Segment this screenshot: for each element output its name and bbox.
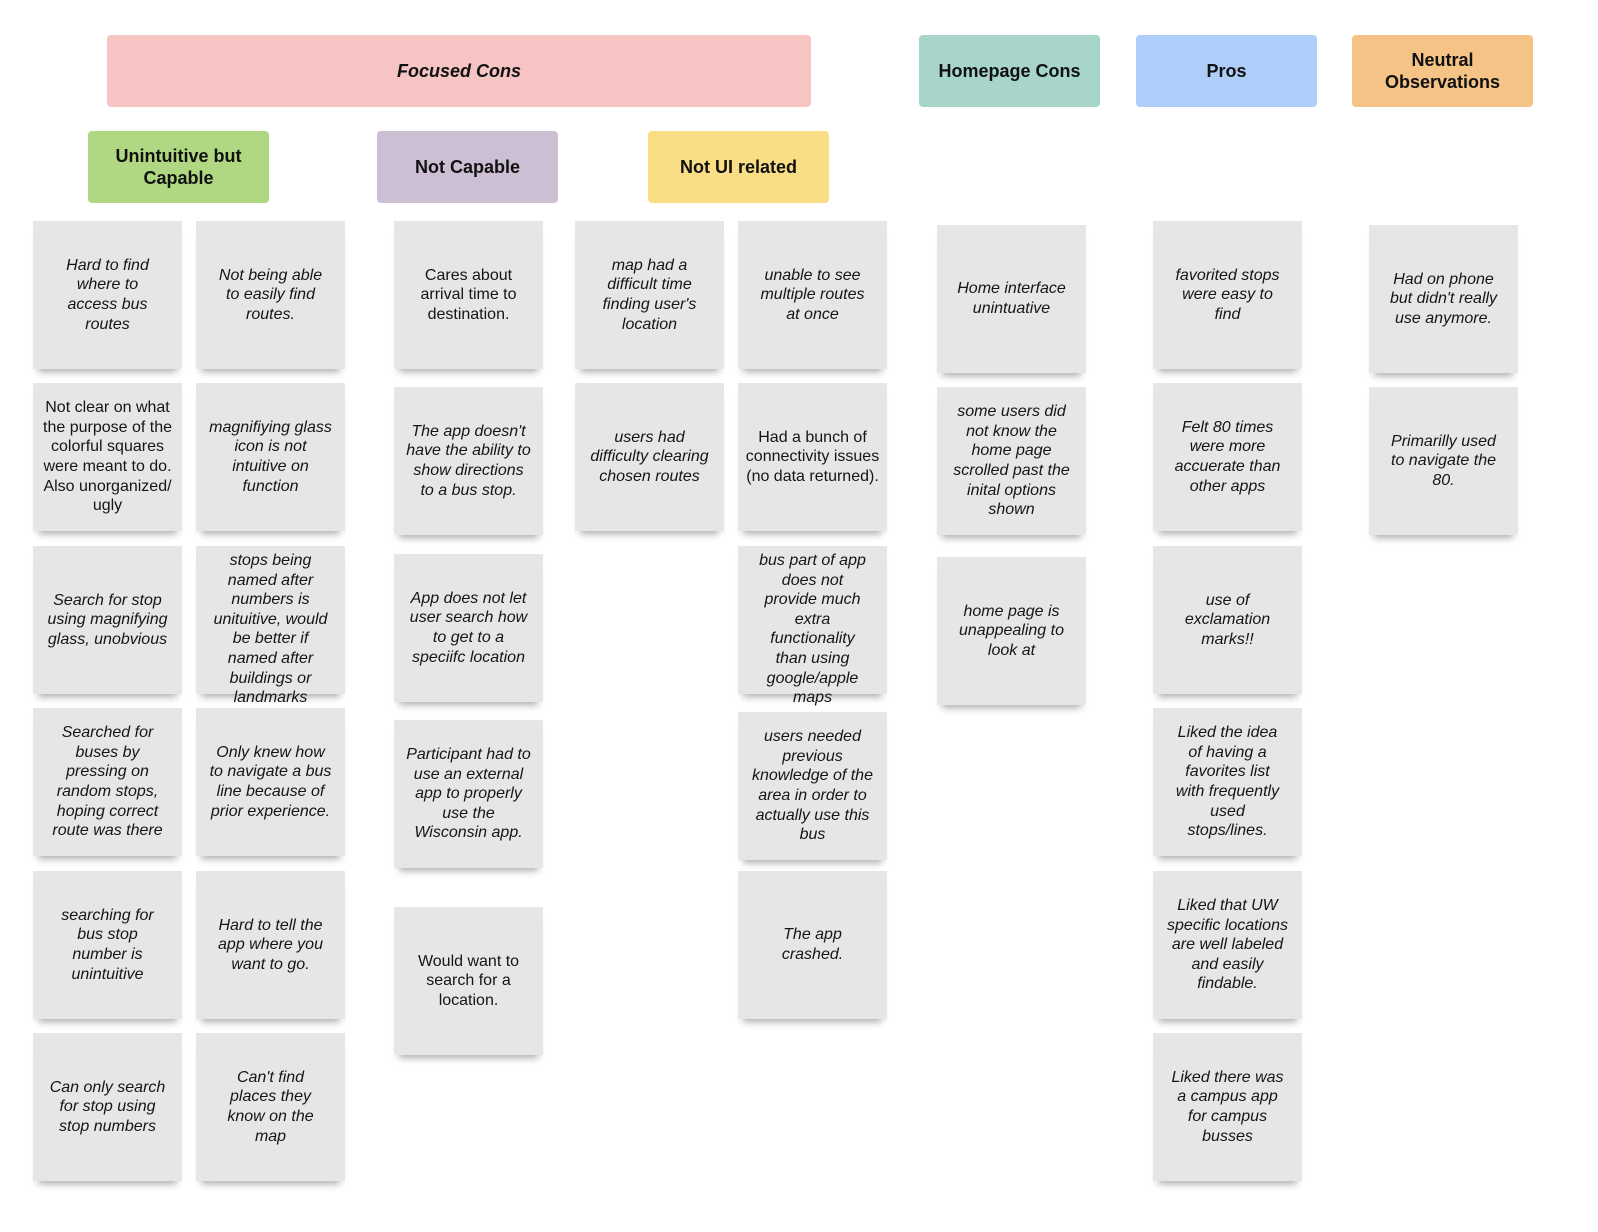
note-text: Cares about arrival time to destination. bbox=[420, 266, 517, 323]
sticky-note: Liked that UW specific locations are wel… bbox=[1153, 871, 1302, 1019]
sticky-note: Hard to tell the app where you want to g… bbox=[196, 871, 345, 1019]
note-text: stops being named after numbers is unitu… bbox=[213, 552, 328, 707]
note-text: Had on phone but didn't really use anymo… bbox=[1389, 270, 1498, 327]
sticky-note: map had a difficult time finding user's … bbox=[575, 221, 724, 369]
note-text: bus part of app does not provide much ex… bbox=[759, 552, 866, 707]
note-text: searching for bus stop number is unintui… bbox=[61, 906, 154, 983]
note-text: The app doesn't have the ability to show… bbox=[406, 422, 531, 499]
sticky-note: App does not let user search how to get … bbox=[394, 554, 543, 702]
note-text: map had a difficult time finding user's … bbox=[602, 256, 697, 333]
sticky-note: Primarilly used to navigate the 80. bbox=[1369, 387, 1518, 535]
note-text: use of exclamation marks!! bbox=[1184, 591, 1271, 648]
note-text: users needed previous knowledge of the a… bbox=[752, 728, 873, 844]
header-pros: Pros bbox=[1136, 35, 1317, 107]
subheader-unintuitive-label: Unintuitive but Capable bbox=[115, 146, 242, 188]
note-text: magnifiying glass icon is not intuitive … bbox=[209, 418, 332, 495]
sticky-note: some users did not know the home page sc… bbox=[937, 387, 1086, 535]
note-text: Hard to find where to access bus routes bbox=[66, 256, 149, 333]
note-text: Only knew how to navigate a bus line bec… bbox=[209, 743, 332, 820]
subheader-not-ui-label: Not UI related bbox=[679, 157, 798, 177]
note-text: Felt 80 times were more accuerate than o… bbox=[1174, 418, 1281, 495]
note-text: Not being able to easily find routes. bbox=[218, 266, 323, 323]
sticky-note: users had difficulty clearing chosen rou… bbox=[575, 383, 724, 531]
header-homepage-cons: Homepage Cons bbox=[919, 35, 1100, 107]
note-text: App does not let user search how to get … bbox=[409, 589, 528, 666]
note-text: some users did not know the home page sc… bbox=[953, 403, 1070, 519]
note-text: Liked the idea of having a favorites lis… bbox=[1175, 724, 1280, 840]
sticky-note: unable to see multiple routes at once bbox=[738, 221, 887, 369]
sticky-note: Had on phone but didn't really use anymo… bbox=[1369, 225, 1518, 373]
sticky-note: Had a bunch of connectivity issues (no d… bbox=[738, 383, 887, 531]
sticky-note: users needed previous knowledge of the a… bbox=[738, 712, 887, 860]
sticky-note: Can only search for stop using stop numb… bbox=[33, 1033, 182, 1181]
note-text: users had difficulty clearing chosen rou… bbox=[590, 428, 709, 485]
sticky-note: Would want to search for a location. bbox=[394, 907, 543, 1055]
note-text: Liked there was a campus app for campus … bbox=[1171, 1068, 1284, 1145]
sticky-note: Hard to find where to access bus routes bbox=[33, 221, 182, 369]
header-pros-label: Pros bbox=[1206, 61, 1247, 81]
sticky-note: Searched for buses by pressing on random… bbox=[33, 708, 182, 856]
subheader-not-capable: Not Capable bbox=[377, 131, 558, 203]
sticky-note: Can't find places they know on the map bbox=[196, 1033, 345, 1181]
sticky-note: Only knew how to navigate a bus line bec… bbox=[196, 708, 345, 856]
sticky-note: use of exclamation marks!! bbox=[1153, 546, 1302, 694]
sticky-note: Not clear on what the purpose of the col… bbox=[33, 383, 182, 531]
header-focused-cons-label: Focused Cons bbox=[396, 61, 521, 81]
sticky-note: stops being named after numbers is unitu… bbox=[196, 546, 345, 706]
note-text: Would want to search for a location. bbox=[417, 952, 520, 1009]
sticky-note: Felt 80 times were more accuerate than o… bbox=[1153, 383, 1302, 531]
sticky-note: Cares about arrival time to destination. bbox=[394, 221, 543, 369]
note-text: Had a bunch of connectivity issues (no d… bbox=[745, 428, 880, 485]
note-text: Home interface unintuative bbox=[957, 280, 1066, 317]
subheader-unintuitive: Unintuitive but Capable bbox=[88, 131, 269, 203]
header-focused-cons: Focused Cons bbox=[107, 35, 811, 107]
sticky-note: magnifiying glass icon is not intuitive … bbox=[196, 383, 345, 531]
sticky-note: Search for stop using magnifying glass, … bbox=[33, 546, 182, 694]
sticky-note: Home interface unintuative bbox=[937, 225, 1086, 373]
sticky-note: favorited stops were easy to find bbox=[1153, 221, 1302, 369]
note-text: Search for stop using magnifying glass, … bbox=[47, 591, 168, 648]
note-text: home page is unappealing to look at bbox=[959, 602, 1064, 659]
sticky-note: home page is unappealing to look at bbox=[937, 557, 1086, 705]
sticky-note: The app doesn't have the ability to show… bbox=[394, 387, 543, 535]
header-homepage-cons-label: Homepage Cons bbox=[938, 61, 1081, 81]
note-text: Can only search for stop using stop numb… bbox=[49, 1078, 166, 1135]
note-text: Participant had to use an external app t… bbox=[406, 746, 531, 842]
note-text: Hard to tell the app where you want to g… bbox=[218, 916, 323, 973]
note-text: Primarilly used to navigate the 80. bbox=[1391, 432, 1496, 489]
subheader-not-ui: Not UI related bbox=[648, 131, 829, 203]
note-text: The app crashed. bbox=[781, 926, 844, 963]
sticky-note: The app crashed. bbox=[738, 871, 887, 1019]
note-text: unable to see multiple routes at once bbox=[760, 266, 865, 323]
subheader-not-capable-label: Not Capable bbox=[414, 157, 520, 177]
note-text: Liked that UW specific locations are wel… bbox=[1167, 897, 1288, 993]
sticky-note: Liked the idea of having a favorites lis… bbox=[1153, 708, 1302, 856]
header-neutral-label: Neutral Observations bbox=[1384, 50, 1501, 92]
sticky-note: Liked there was a campus app for campus … bbox=[1153, 1033, 1302, 1181]
note-text: Can't find places they know on the map bbox=[227, 1068, 314, 1145]
note-text: Not clear on what the purpose of the col… bbox=[43, 399, 172, 515]
sticky-note: Not being able to easily find routes. bbox=[196, 221, 345, 369]
note-text: favorited stops were easy to find bbox=[1175, 266, 1280, 323]
note-text: Searched for buses by pressing on random… bbox=[52, 724, 163, 840]
sticky-note: bus part of app does not provide much ex… bbox=[738, 546, 887, 706]
header-neutral-observations: Neutral Observations bbox=[1352, 35, 1533, 107]
sticky-note: Participant had to use an external app t… bbox=[394, 720, 543, 868]
sticky-note: searching for bus stop number is unintui… bbox=[33, 871, 182, 1019]
